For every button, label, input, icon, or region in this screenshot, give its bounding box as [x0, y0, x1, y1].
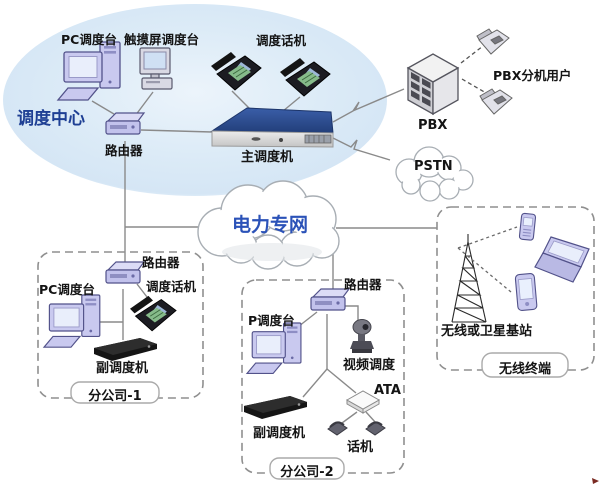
- main-dispatch-unit-icon: [210, 107, 334, 148]
- label-pstn: PSTN: [414, 159, 453, 174]
- label-router-top: 路由器: [105, 143, 143, 158]
- label-pbx-users: PBX分机用户: [493, 68, 572, 83]
- wireless-border: [436, 206, 595, 371]
- small-phone-icon: [365, 421, 386, 436]
- wireless-beams: [457, 226, 518, 293]
- laptop-icon: [534, 236, 590, 283]
- black-box-icon: [244, 396, 307, 419]
- desktop-pc-icon: [43, 294, 101, 348]
- router-icon: [310, 288, 350, 311]
- router-icon: [105, 261, 145, 284]
- office-phone-icon: [129, 295, 177, 332]
- label-b2-router: 路由器: [344, 277, 382, 292]
- label-main-unit: 主调度机: [241, 150, 294, 165]
- label-pbx: PBX: [418, 118, 448, 133]
- desk-phone-icon: [476, 28, 510, 55]
- label-dispatch-center: 调度中心: [17, 109, 85, 129]
- cellphone-icon: [518, 212, 537, 241]
- label-b1-sub: 副调度机: [96, 361, 149, 376]
- black-box-icon: [94, 338, 157, 361]
- label-b1-phone: 调度话机: [146, 279, 197, 294]
- label-b2-video: 视频调度: [343, 358, 396, 373]
- power-network-cloud-icon: [197, 180, 340, 270]
- desk-phone-icon: [479, 88, 513, 115]
- label-b2-ata: ATA: [374, 383, 401, 398]
- pbx-dashed-links: [460, 45, 487, 94]
- region-label-pills: [70, 352, 569, 480]
- pstn-cloud-icon: [395, 146, 474, 202]
- label-dispatch-phones: 调度话机: [256, 33, 307, 48]
- label-b2-sub: 副调度机: [253, 426, 306, 441]
- label-branch2: 分公司-2: [280, 465, 334, 480]
- pbx-cube-icon: [406, 53, 460, 116]
- label-wireless-terminal: 无线终端: [498, 362, 551, 377]
- label-power-network: 电力专网: [232, 214, 309, 236]
- antenna-tower-icon: [451, 234, 487, 323]
- label-branch1: 分公司-1: [88, 389, 142, 404]
- ptz-camera-icon: [349, 319, 375, 354]
- label-b2-phone: 话机: [347, 440, 374, 455]
- small-phone-icon: [327, 421, 348, 436]
- label-b1-pc: PC调度台: [39, 282, 95, 297]
- cursor-artifact: [592, 478, 599, 484]
- label-base-station: 无线或卫星基站: [441, 324, 533, 339]
- pda-icon: [514, 272, 538, 312]
- touchscreen-icon: [139, 47, 173, 90]
- label-touch-console: 触摸屏调度台: [124, 32, 200, 47]
- label-b1-router: 路由器: [142, 255, 180, 270]
- label-pc-console-top: PC调度台: [61, 32, 117, 47]
- label-b2-console: P调度台: [248, 313, 295, 328]
- desktop-pc-icon: [246, 322, 302, 375]
- connection-lines: [91, 88, 437, 424]
